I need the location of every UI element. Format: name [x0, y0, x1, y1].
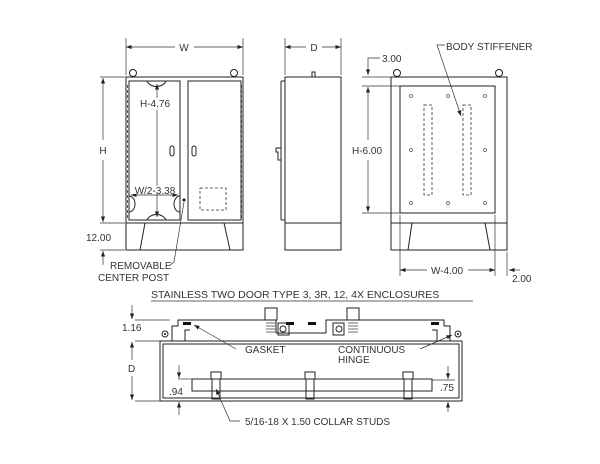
left-gap-dimension: .94	[169, 387, 183, 398]
height-dimension: H	[99, 146, 106, 157]
panel-width-dimension: W-4.00	[431, 266, 463, 277]
back-panel	[399, 85, 496, 214]
body-stiffener	[462, 104, 472, 196]
gasket-label: GASKET	[245, 345, 286, 356]
right-door	[187, 80, 242, 221]
back-panel-section	[191, 378, 433, 392]
panel-height-dimension: H-6.00	[352, 146, 382, 157]
drawing-title: STAINLESS TWO DOOR TYPE 3, 3R, 12, 4X EN…	[151, 289, 439, 301]
hinge-label: CONTINUOUS	[338, 345, 406, 356]
hinge-pin-icon	[161, 330, 169, 338]
center-post-label-2: CENTER POST	[98, 273, 169, 284]
depth-dimension: D	[310, 43, 317, 54]
hinge-label-2: HINGE	[338, 355, 370, 366]
center-post-label: REMOVABLE	[110, 261, 172, 272]
door-offset-dimension: 1.16	[122, 323, 142, 334]
handle-icon	[275, 147, 282, 161]
side-view: D	[275, 38, 342, 251]
inner-width-dimension: W/2-3.38	[135, 186, 176, 197]
base-height-dimension: 12.00	[86, 233, 111, 244]
collar-studs-label: 5/16-18 X 1.50 COLLAR STUDS	[245, 417, 390, 428]
lifting-eye-icon	[230, 69, 238, 77]
inner-height-dimension: H-4.76	[140, 99, 170, 110]
front-view: W H-4.76 W/2-3.38 H 12.00 REMOVABLE CENT…	[86, 38, 244, 284]
left-door	[128, 80, 181, 221]
floor-stand	[125, 222, 244, 251]
collar-studs	[210, 371, 414, 400]
hinge-pin-icon	[454, 330, 462, 338]
lifting-eye-icon	[129, 69, 137, 77]
enclosure-body-section	[159, 340, 463, 402]
side-offset-dimension: 2.00	[512, 274, 532, 285]
width-dimension: W	[179, 43, 189, 54]
rear-view: 3.00 H-6.00 BODY STIFFENER W-4.00 2.00	[352, 42, 533, 285]
gasket	[183, 322, 191, 325]
handle-icon	[169, 145, 175, 157]
section-depth-dimension: D	[128, 364, 135, 375]
body-stiffener-label: BODY STIFFENER	[446, 42, 533, 53]
section-view: STAINLESS TWO DOOR TYPE 3, 3R, 12, 4X EN…	[122, 289, 473, 428]
top-offset-dimension: 3.00	[382, 54, 402, 65]
handle-icon	[191, 145, 197, 157]
window-outline	[199, 187, 227, 211]
right-gap-dimension: .75	[440, 383, 454, 394]
body-stiffener	[423, 104, 433, 196]
